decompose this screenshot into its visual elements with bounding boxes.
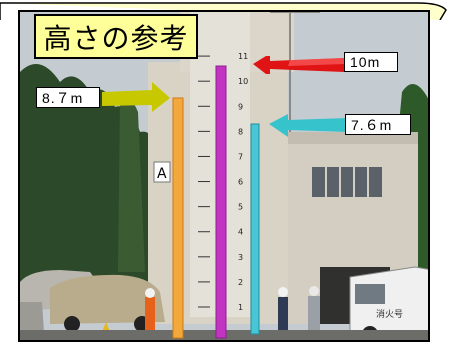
scale-number-2: 2 [238, 278, 243, 287]
scale-number-6: 6 [238, 178, 243, 187]
scale-number-5: 5 [238, 203, 243, 212]
scale-number-7: 7 [238, 152, 243, 161]
scale-number-10: 10 [238, 77, 248, 86]
label-10m: 10m [344, 52, 398, 72]
page-title: 高さの参考 [34, 14, 198, 59]
cyan-arrow [269, 114, 348, 137]
scale-marks: 1 2 3 4 5 6 7 8 9 10 11 [198, 52, 248, 312]
scale-number-8: 8 [238, 127, 243, 136]
scale-number-3: 3 [238, 253, 243, 262]
scale-number-4: 4 [238, 228, 243, 237]
scale-number-1: 1 [238, 303, 243, 312]
label-7-6m: 7.６m [345, 114, 411, 135]
photo-scene: A 1 2 3 4 5 6 7 8 9 10 11 消火号 [20, 12, 428, 340]
building-letter: A [157, 166, 167, 182]
yellow-arrow [102, 82, 170, 112]
truck-text: 消火号 [376, 308, 403, 320]
label-8-7m: 8.７m [36, 87, 100, 108]
scale-number-11: 11 [238, 52, 248, 61]
scale-number-9: 9 [238, 102, 243, 111]
